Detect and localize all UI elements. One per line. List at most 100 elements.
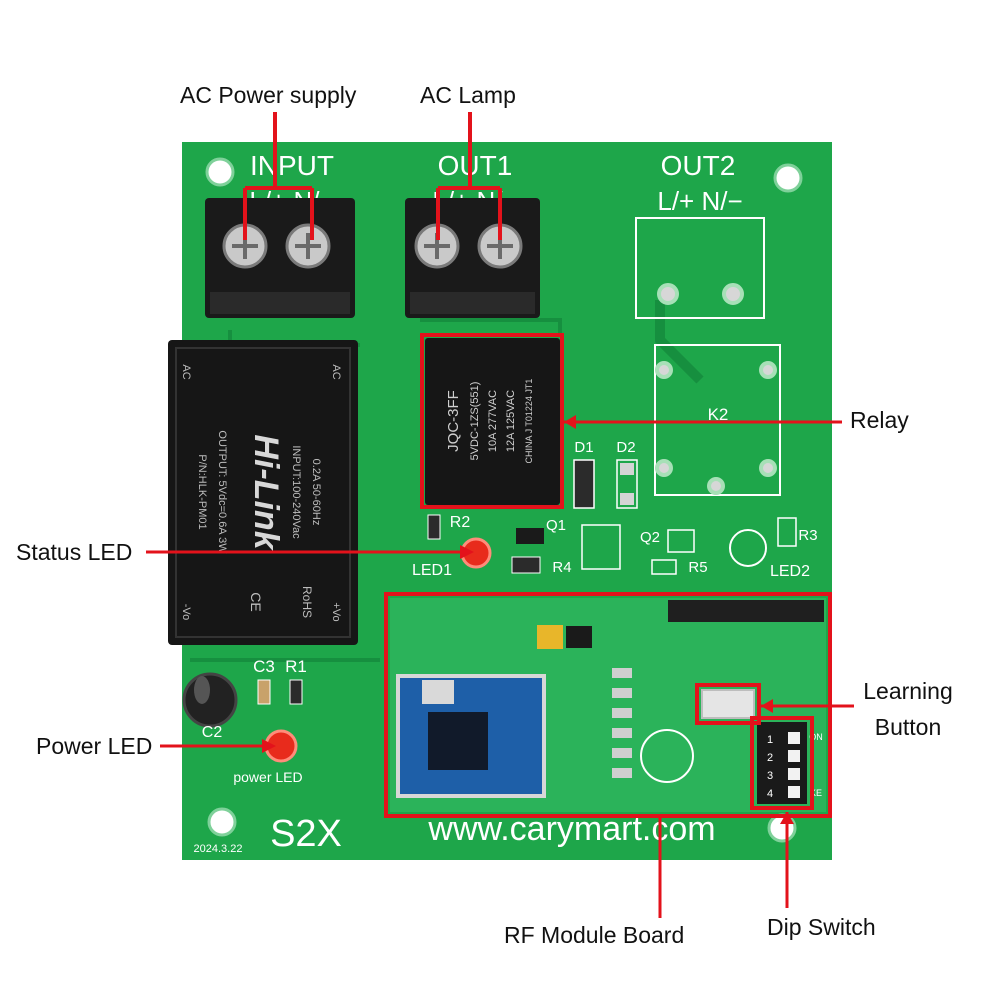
callout-status-led: Status LED [16,539,133,565]
led2-footprint [729,529,767,567]
psu-input: INPUT:100-240Vac [290,445,302,539]
dip-num-4: 4 [767,788,773,800]
dip-on-label: ON [809,732,823,742]
psu-rohs: RoHS [300,586,314,618]
psu-vo-minus: -Vo [180,604,192,621]
dip-num-2: 2 [767,752,773,764]
dip-toggle-2[interactable] [788,750,800,762]
callout-relay: Relay [850,407,909,433]
r4-resistor [511,556,541,574]
model-silk: S2X [270,813,342,855]
c2-silk: C2 [202,724,223,741]
relay-rating-2: 12A 125VAC [505,390,517,452]
psu-ac-left: AC [330,364,342,379]
learning-button[interactable] [701,689,755,719]
r4-silk: R4 [552,559,571,576]
arrow-icon [564,415,576,429]
regulator [566,626,592,648]
arrow-icon [761,699,773,713]
dip-num-1: 1 [767,734,773,746]
module-pads [612,668,632,778]
dip-toggle-3[interactable] [788,768,800,780]
dip-switch-frame [750,716,814,810]
psu-vo-plus: +Vo [330,602,342,621]
tantalum-cap [537,625,563,649]
arrow-icon [460,545,474,559]
q2-footprint [667,529,695,553]
r1-resistor [289,679,303,705]
power-led-silk: power LED [233,769,302,785]
c3-capacitor [257,679,271,705]
d1-silk: D1 [574,439,593,456]
callout-dip-switch: Dip Switch [767,914,876,940]
r3-footprint [777,517,797,547]
psu-output: OUTPUT: 5Vdc=0.6A 3W [216,430,228,554]
power-supply-module: Hi-Link INPUT:100-240Vac 0.2A 50-60Hz OU… [168,340,358,645]
capacitor-c2: C2 [182,672,238,741]
callout-ac-power-supply: AC Power supply [180,82,357,108]
ac-lamp-leader [436,112,502,240]
k2-relay-footprint: K2 [654,344,781,496]
dip-ke-label: KE [810,788,822,798]
callout-learning-button-line2: Button [874,713,942,740]
psu-current: 0.2A 50-60Hz [310,459,322,526]
k2-silk: K2 [708,405,729,424]
callout-overlay [146,112,854,918]
arrow-icon [780,812,794,824]
callout-ac-lamp: AC Lamp [420,82,516,108]
pcb-trace [420,318,562,335]
dip-switch[interactable]: 1 2 3 4 ON KE [757,722,823,804]
r2-silk: R2 [450,514,471,531]
rf-ic [428,712,488,770]
out1-terminal-block [405,198,540,318]
crystal [422,680,454,704]
callout-learning-button-line1: Learning [863,678,953,704]
out2-silk: OUT2 [661,150,736,181]
dip-toggle-4[interactable] [788,786,800,798]
callout-rf-module-board: RF Module Board [504,922,685,948]
out2-footprint [635,217,765,319]
arrow-icon [262,739,276,753]
learning-button-frame [695,683,761,725]
d2-silk: D2 [616,439,635,456]
out2-pins-silk: L/+ N/− [657,186,742,216]
date-silk: 2024.3.22 [194,843,243,855]
q1-silk: Q1 [546,517,566,534]
dip-toggle-1[interactable] [788,732,800,744]
relay-rating-1: 10A 277VAC [487,390,499,452]
r5-footprint [651,559,677,575]
rf-module-board: 1 2 3 4 ON KE [390,598,826,812]
q1-transistor [516,528,544,544]
pcb-trace [655,300,704,384]
input-silk: INPUT [250,150,334,181]
psu-ac-right: AC [180,364,192,379]
psu-pn: P/N:HLK-PM01 [196,454,208,529]
psu-ce: CE [248,592,264,611]
mounting-hole [205,157,235,187]
r5-silk: R5 [688,559,707,576]
dip-num-3: 3 [767,770,773,782]
r3-silk: R3 [798,527,817,544]
out1-silk: OUT1 [438,150,513,181]
buzzer-footprint [640,729,694,783]
ac-power-leader [243,112,314,240]
diode-footprints: D1 D2 [573,439,638,509]
relay-model: JQC-3FF [445,390,462,452]
r2-resistor [427,514,441,540]
q2-silk: Q2 [640,529,660,546]
mounting-hole [773,163,803,193]
c3-silk: C3 [253,657,275,676]
relay-origin: CHINA J T01224 JT1 [524,379,534,464]
input-terminal-block [205,198,355,318]
callout-power-led: Power LED [36,733,153,759]
led1-silk: LED1 [412,562,452,579]
psu-brand: Hi-Link [247,434,285,551]
relay-component: JQC-3FF 5VDC-1ZS(551) 10A 277VAC 12A 125… [425,338,560,505]
mounting-hole [767,813,797,843]
r1-silk: R1 [285,657,307,676]
callout-arrowheads [262,415,794,824]
led2-silk: LED2 [770,563,810,580]
header-pins [668,600,824,622]
